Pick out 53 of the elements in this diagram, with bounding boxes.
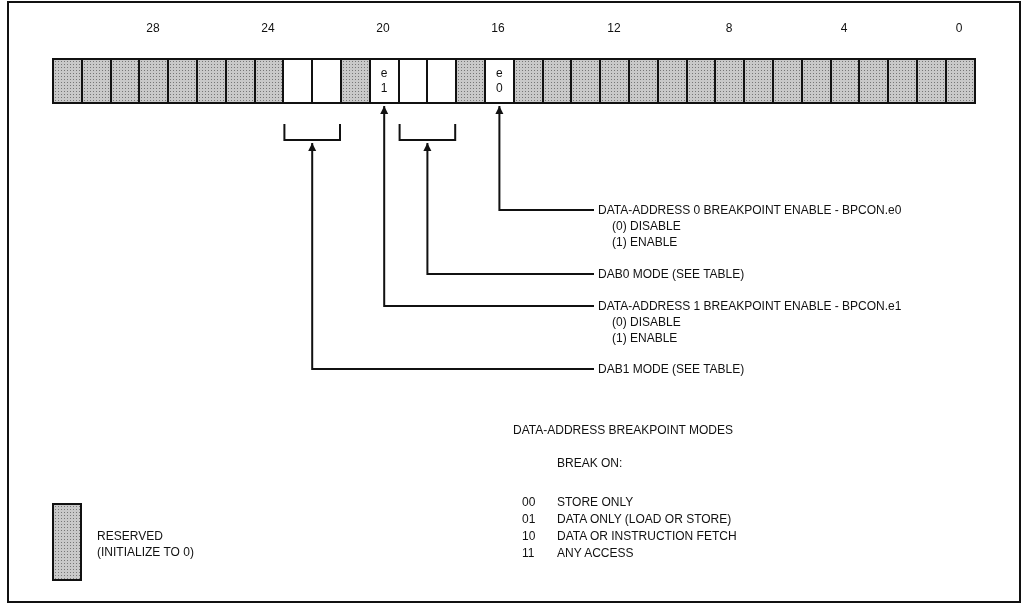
leader-arrow xyxy=(380,105,595,307)
bit-cell xyxy=(628,58,659,104)
bit-cell xyxy=(714,58,746,104)
bit-number: 8 xyxy=(725,20,733,36)
bit-cell xyxy=(887,58,918,104)
bit-number: 28 xyxy=(146,20,160,36)
option-text: (0) DISABLE xyxy=(612,218,681,234)
bracket xyxy=(283,123,341,141)
mode-code: 11 xyxy=(522,545,535,561)
table-heading: BREAK ON: xyxy=(557,455,623,471)
bit-cell xyxy=(455,58,486,104)
bit-cell xyxy=(196,58,227,104)
bit-number: 4 xyxy=(840,20,848,36)
bit-number: 0 xyxy=(955,20,963,36)
field-description: DATA-ADDRESS 1 BREAKPOINT ENABLE - BPCON.e1 xyxy=(598,298,902,314)
bit-number: 16 xyxy=(491,20,505,36)
bit-number: 24 xyxy=(261,20,275,36)
legend-text: RESERVED (INITIALIZE TO 0) xyxy=(97,528,195,560)
field-description: DAB0 MODE (SEE TABLE) xyxy=(598,266,745,282)
bit-number: 20 xyxy=(376,20,390,36)
bit-cell xyxy=(570,58,602,104)
leader-arrow xyxy=(308,142,595,370)
bit-cell xyxy=(52,58,83,104)
bit-cell xyxy=(167,58,198,104)
field-description: DATA-ADDRESS 0 BREAKPOINT ENABLE - BPCON.e0 xyxy=(598,202,902,218)
mode-code: 10 xyxy=(522,528,536,544)
mode-description: ANY ACCESS xyxy=(557,545,634,561)
bit-cell xyxy=(772,58,803,104)
bit-number: 12 xyxy=(607,20,621,36)
mode-description: STORE ONLY xyxy=(557,494,634,510)
mode-description: DATA OR INSTRUCTION FETCH xyxy=(557,528,737,544)
bit-cell xyxy=(858,58,890,104)
mode-description: DATA ONLY (LOAD OR STORE) xyxy=(557,511,732,527)
mode-code: 00 xyxy=(522,494,536,510)
table-title: DATA-ADDRESS BREAKPOINT MODES xyxy=(513,422,734,438)
bit-cell xyxy=(311,58,342,104)
bit-cell xyxy=(426,58,458,104)
bit-cell xyxy=(282,58,314,104)
option-text: (0) DISABLE xyxy=(612,314,681,330)
bit-cell: e 0 xyxy=(484,58,515,104)
mode-code: 01 xyxy=(522,511,536,527)
leader-arrow xyxy=(495,105,595,211)
option-text: (1) ENABLE xyxy=(612,330,678,346)
bracket xyxy=(398,123,457,141)
option-text: (1) ENABLE xyxy=(612,234,678,250)
field-description: DAB1 MODE (SEE TABLE) xyxy=(598,361,745,377)
bit-cell xyxy=(599,58,630,104)
bit-cell xyxy=(743,58,774,104)
leader-arrow xyxy=(423,142,595,275)
bit-cell xyxy=(916,58,947,104)
bit-cell xyxy=(944,58,976,104)
bit-cell xyxy=(138,58,170,104)
bit-cell xyxy=(340,58,371,104)
